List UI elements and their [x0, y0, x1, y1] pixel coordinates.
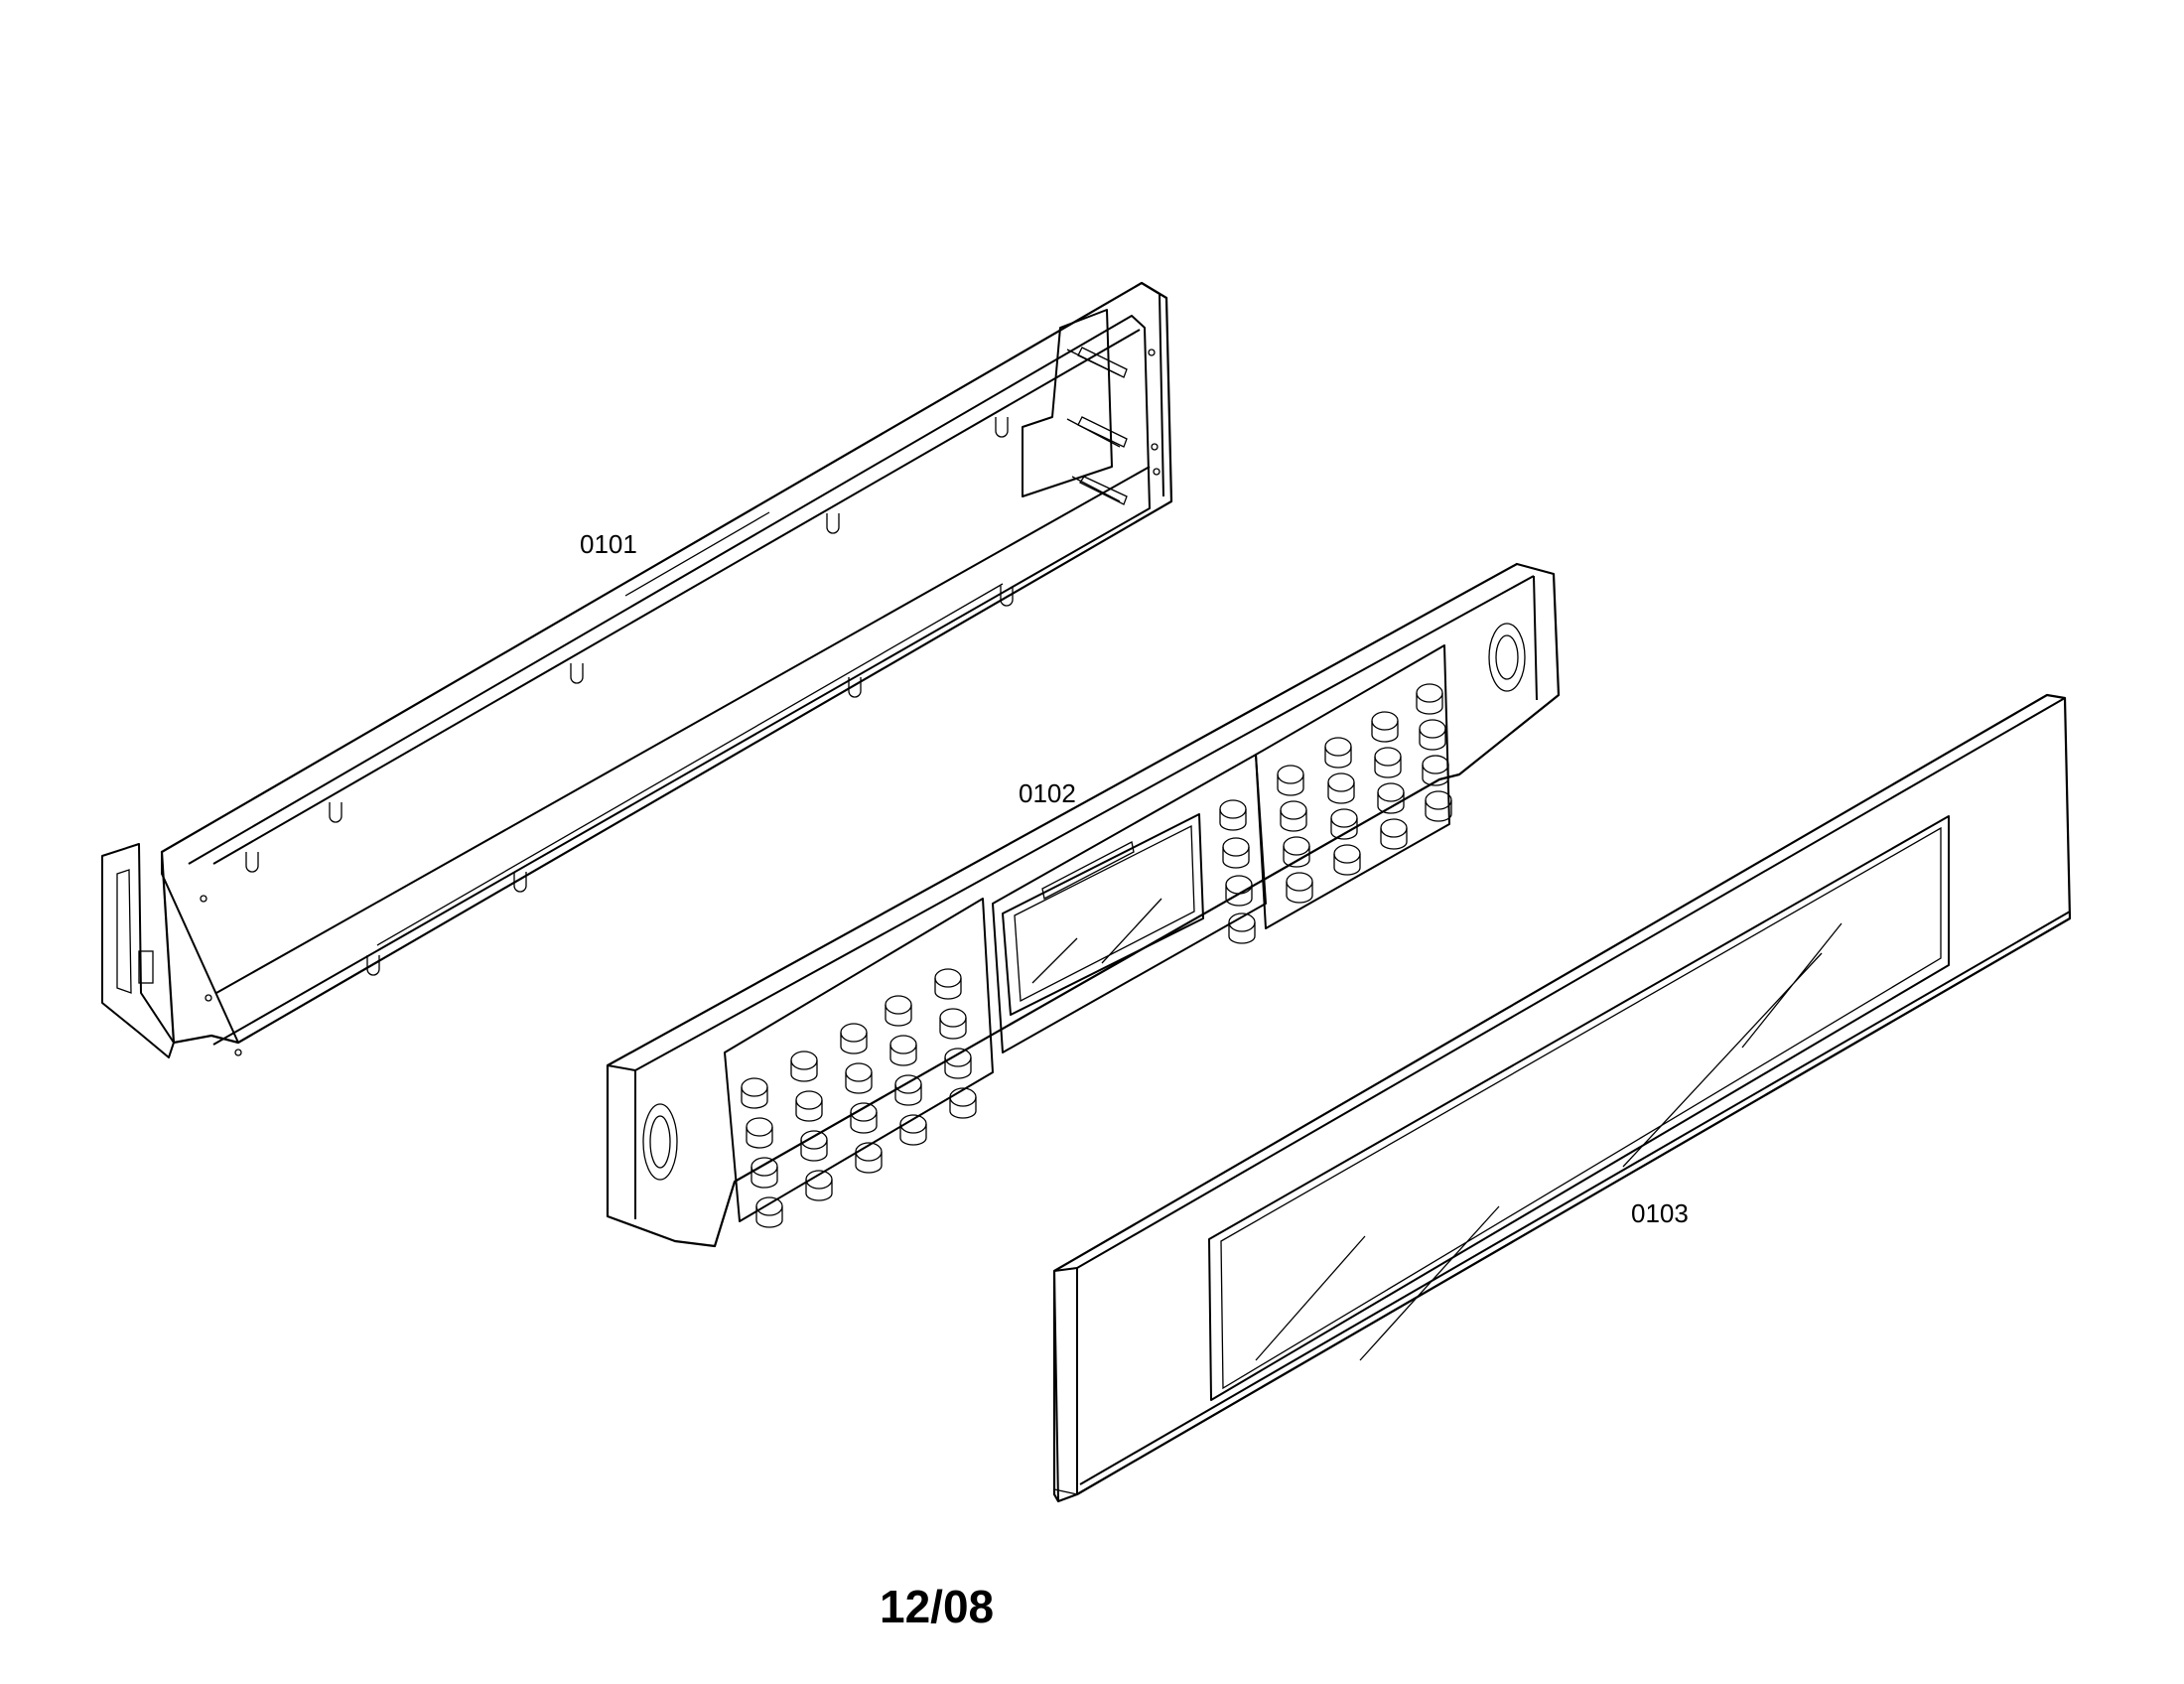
keypad-button — [795, 1090, 823, 1122]
keypad-button — [855, 1142, 883, 1174]
keypad-button — [894, 1074, 922, 1106]
part-label-0103: 0103 — [1631, 1198, 1689, 1228]
keypad-button — [1333, 844, 1361, 876]
keypad-button — [1419, 719, 1446, 751]
keypad-button — [1280, 800, 1307, 832]
keypad-button — [1422, 755, 1449, 786]
keypad-button — [1324, 737, 1352, 769]
keypad-button — [746, 1117, 773, 1149]
keypad-button — [1228, 912, 1256, 944]
keypad-button — [1377, 782, 1405, 814]
keypad-button — [805, 1170, 833, 1201]
keypad-button — [1222, 837, 1250, 869]
keypad-button — [1219, 799, 1247, 831]
keypad-button — [1374, 747, 1402, 778]
keypad-button — [850, 1102, 878, 1134]
frame-mounting-tabs — [245, 417, 1014, 976]
keypad-button — [1330, 808, 1358, 840]
keypad-button — [885, 995, 912, 1027]
keypad-button — [1225, 875, 1253, 907]
keypad-buttons — [741, 683, 1452, 1228]
glass-window — [1208, 815, 1950, 1401]
keypad-button — [1371, 711, 1399, 743]
part-label-0101: 0101 — [580, 529, 637, 559]
keypad-button — [741, 1077, 768, 1109]
keypad-button — [939, 1008, 967, 1040]
date-code: 12/08 — [880, 1581, 994, 1632]
keypad-button — [889, 1035, 917, 1066]
keypad-button — [1283, 836, 1310, 868]
keypad-button — [840, 1023, 868, 1054]
part-0103-front-panel — [1052, 693, 2072, 1503]
keypad-button — [1425, 790, 1452, 822]
keypad-button — [934, 968, 962, 1000]
keypad-button — [949, 1087, 977, 1119]
keypad-button — [1277, 765, 1304, 796]
keypad-button — [944, 1048, 972, 1079]
keypad-button — [845, 1062, 873, 1094]
keypad-button — [1286, 872, 1313, 904]
part-0102-control-board — [606, 562, 1561, 1248]
part-label-0102: 0102 — [1019, 778, 1076, 808]
keypad-button — [800, 1130, 828, 1162]
keypad-button — [751, 1157, 778, 1189]
keypad-button — [1416, 683, 1443, 715]
keypad-button — [1380, 818, 1408, 850]
keypad-button — [1327, 772, 1355, 804]
keypad-button — [899, 1114, 927, 1146]
keypad-button — [790, 1051, 818, 1082]
keypad-button — [755, 1196, 783, 1228]
part-0101-frame — [101, 281, 1173, 1058]
frame-screw-holes — [200, 349, 1160, 1056]
display-window — [1002, 813, 1204, 1016]
